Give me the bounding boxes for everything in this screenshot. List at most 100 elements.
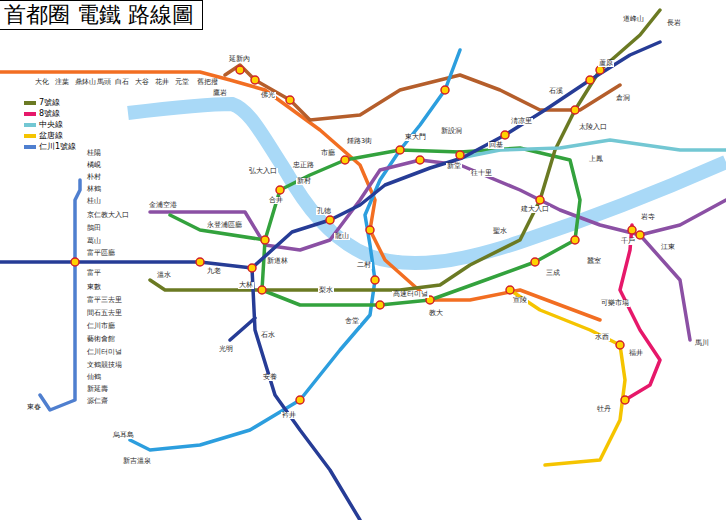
legend-text: 仁川1號線 xyxy=(39,142,76,151)
station-label: 大谷 xyxy=(134,79,150,86)
station-label: 倉洞 xyxy=(615,95,631,102)
station-label: 永登浦區廳 xyxy=(206,222,243,229)
legend-text: 盆唐線 xyxy=(39,131,63,140)
station-label: 東春 xyxy=(26,404,42,411)
station-label: 葛山 xyxy=(86,238,102,245)
station-label: 長岩 xyxy=(666,20,682,27)
station-label: 蘆原 xyxy=(598,60,614,67)
station-label: 仁川市廳 xyxy=(86,323,116,330)
station-label: 藝術會館 xyxy=(86,336,116,343)
station-label: 孔德 xyxy=(316,208,332,215)
station-label: 桂山 xyxy=(86,198,102,205)
legend-text: 中央線 xyxy=(39,120,63,129)
station-label: 合井 xyxy=(268,197,284,204)
line-7 xyxy=(150,10,660,290)
station-label: 新延壽 xyxy=(86,386,109,393)
station-label: 京仁教大入口 xyxy=(86,212,130,219)
station-label: 水西 xyxy=(594,334,610,341)
station-label: 元堂 xyxy=(174,79,190,86)
legend-swatch xyxy=(24,123,36,127)
transfer-stations xyxy=(71,66,644,404)
station-label: 千戶 xyxy=(620,238,636,245)
legend-text: 7號線 xyxy=(39,98,60,107)
station-label: 高速터미널 xyxy=(392,291,429,298)
station-label: 福井 xyxy=(628,350,644,357)
station-label: 可樂市場 xyxy=(600,300,630,307)
incheon-line-1 xyxy=(40,180,80,410)
station-label: 石溪 xyxy=(548,88,564,95)
station-label: 安養 xyxy=(262,374,278,381)
station-label: 白石 xyxy=(114,79,130,86)
station-label: 新設洞 xyxy=(440,128,463,135)
station-label: 新吉溫泉 xyxy=(122,458,152,465)
station-label: 朴村 xyxy=(86,174,102,181)
station-label: 仁川터미널 xyxy=(86,349,123,356)
station-label: 延新內 xyxy=(228,56,251,63)
station-label: 注葉 xyxy=(54,79,70,86)
station-label: 新道林 xyxy=(266,258,289,265)
station-label: 鼎鉢山 xyxy=(74,79,97,86)
station-label: 金浦空港 xyxy=(148,202,178,209)
station-label: 東數 xyxy=(86,284,102,291)
station-label: 淸凉里 xyxy=(510,118,533,125)
river xyxy=(128,104,726,263)
station-label: 富平區廳 xyxy=(86,250,116,257)
station-label: 三成 xyxy=(545,270,561,277)
station-label: 富平 xyxy=(86,270,102,277)
station-label: 花井 xyxy=(154,79,170,86)
station-label: 太陵入口 xyxy=(578,124,608,131)
line-5 xyxy=(150,160,726,340)
station-label: 聖水 xyxy=(492,228,508,235)
station-label: 林鶴 xyxy=(86,186,102,193)
station-label: 江東 xyxy=(660,244,676,251)
legend-swatch xyxy=(24,101,36,105)
station-label: 道峰山 xyxy=(622,16,645,23)
station-label: 大林 xyxy=(238,282,254,289)
station-label: 源仁齋 xyxy=(86,398,109,405)
station-label: 弘大入口 xyxy=(248,168,278,175)
station-label: 馬頭 xyxy=(96,79,112,86)
station-label: 建大入口 xyxy=(520,206,550,213)
station-label: 舊把撥 xyxy=(196,79,219,86)
line-2 xyxy=(170,148,580,305)
station-label: 間石五去里 xyxy=(86,310,123,317)
bundang-line xyxy=(510,290,625,465)
line-8 xyxy=(620,225,660,400)
station-label: 往十里 xyxy=(470,170,493,177)
station-label: 二村 xyxy=(356,262,372,269)
station-label: 牡丹 xyxy=(596,406,612,413)
station-label: 文鶴競技場 xyxy=(86,362,123,369)
station-label: 石水 xyxy=(260,332,276,339)
station-label: 岩寺 xyxy=(640,214,656,221)
station-label: 富平三去里 xyxy=(86,297,123,304)
map-title: 首都圈 電鐵 路線圖 xyxy=(0,0,203,30)
station-label: 九老 xyxy=(206,268,222,275)
station-label: 舍堂 xyxy=(344,318,360,325)
station-label: 回基 xyxy=(488,142,504,149)
station-label: 新堂 xyxy=(446,163,462,170)
station-label: 衿井 xyxy=(281,412,297,419)
station-label: 宣陵 xyxy=(512,297,528,304)
legend-swatch xyxy=(24,112,36,116)
legend-swatch xyxy=(24,145,36,149)
station-label: 蠶室 xyxy=(586,258,602,265)
station-label: 鷹岩 xyxy=(212,90,228,97)
station-label: 鍾路3街 xyxy=(346,138,373,145)
station-label: 佛光 xyxy=(260,92,276,99)
station-label: 仙鶴 xyxy=(86,374,102,381)
station-label: 市廳 xyxy=(320,150,336,157)
station-label: 光明 xyxy=(218,346,234,353)
line-6 xyxy=(225,65,620,120)
station-label: 東大門 xyxy=(404,134,427,141)
station-label: 新村 xyxy=(296,178,312,185)
station-label: 忠正路 xyxy=(292,162,315,169)
station-label: 溫水 xyxy=(156,272,172,279)
legend-swatch xyxy=(24,134,36,138)
station-label: 桂陽 xyxy=(86,150,102,157)
station-label: 鵲田 xyxy=(86,225,102,232)
station-label: 梨水 xyxy=(318,287,334,294)
station-label: 馬川 xyxy=(694,340,710,347)
station-label: 大化 xyxy=(34,79,50,86)
